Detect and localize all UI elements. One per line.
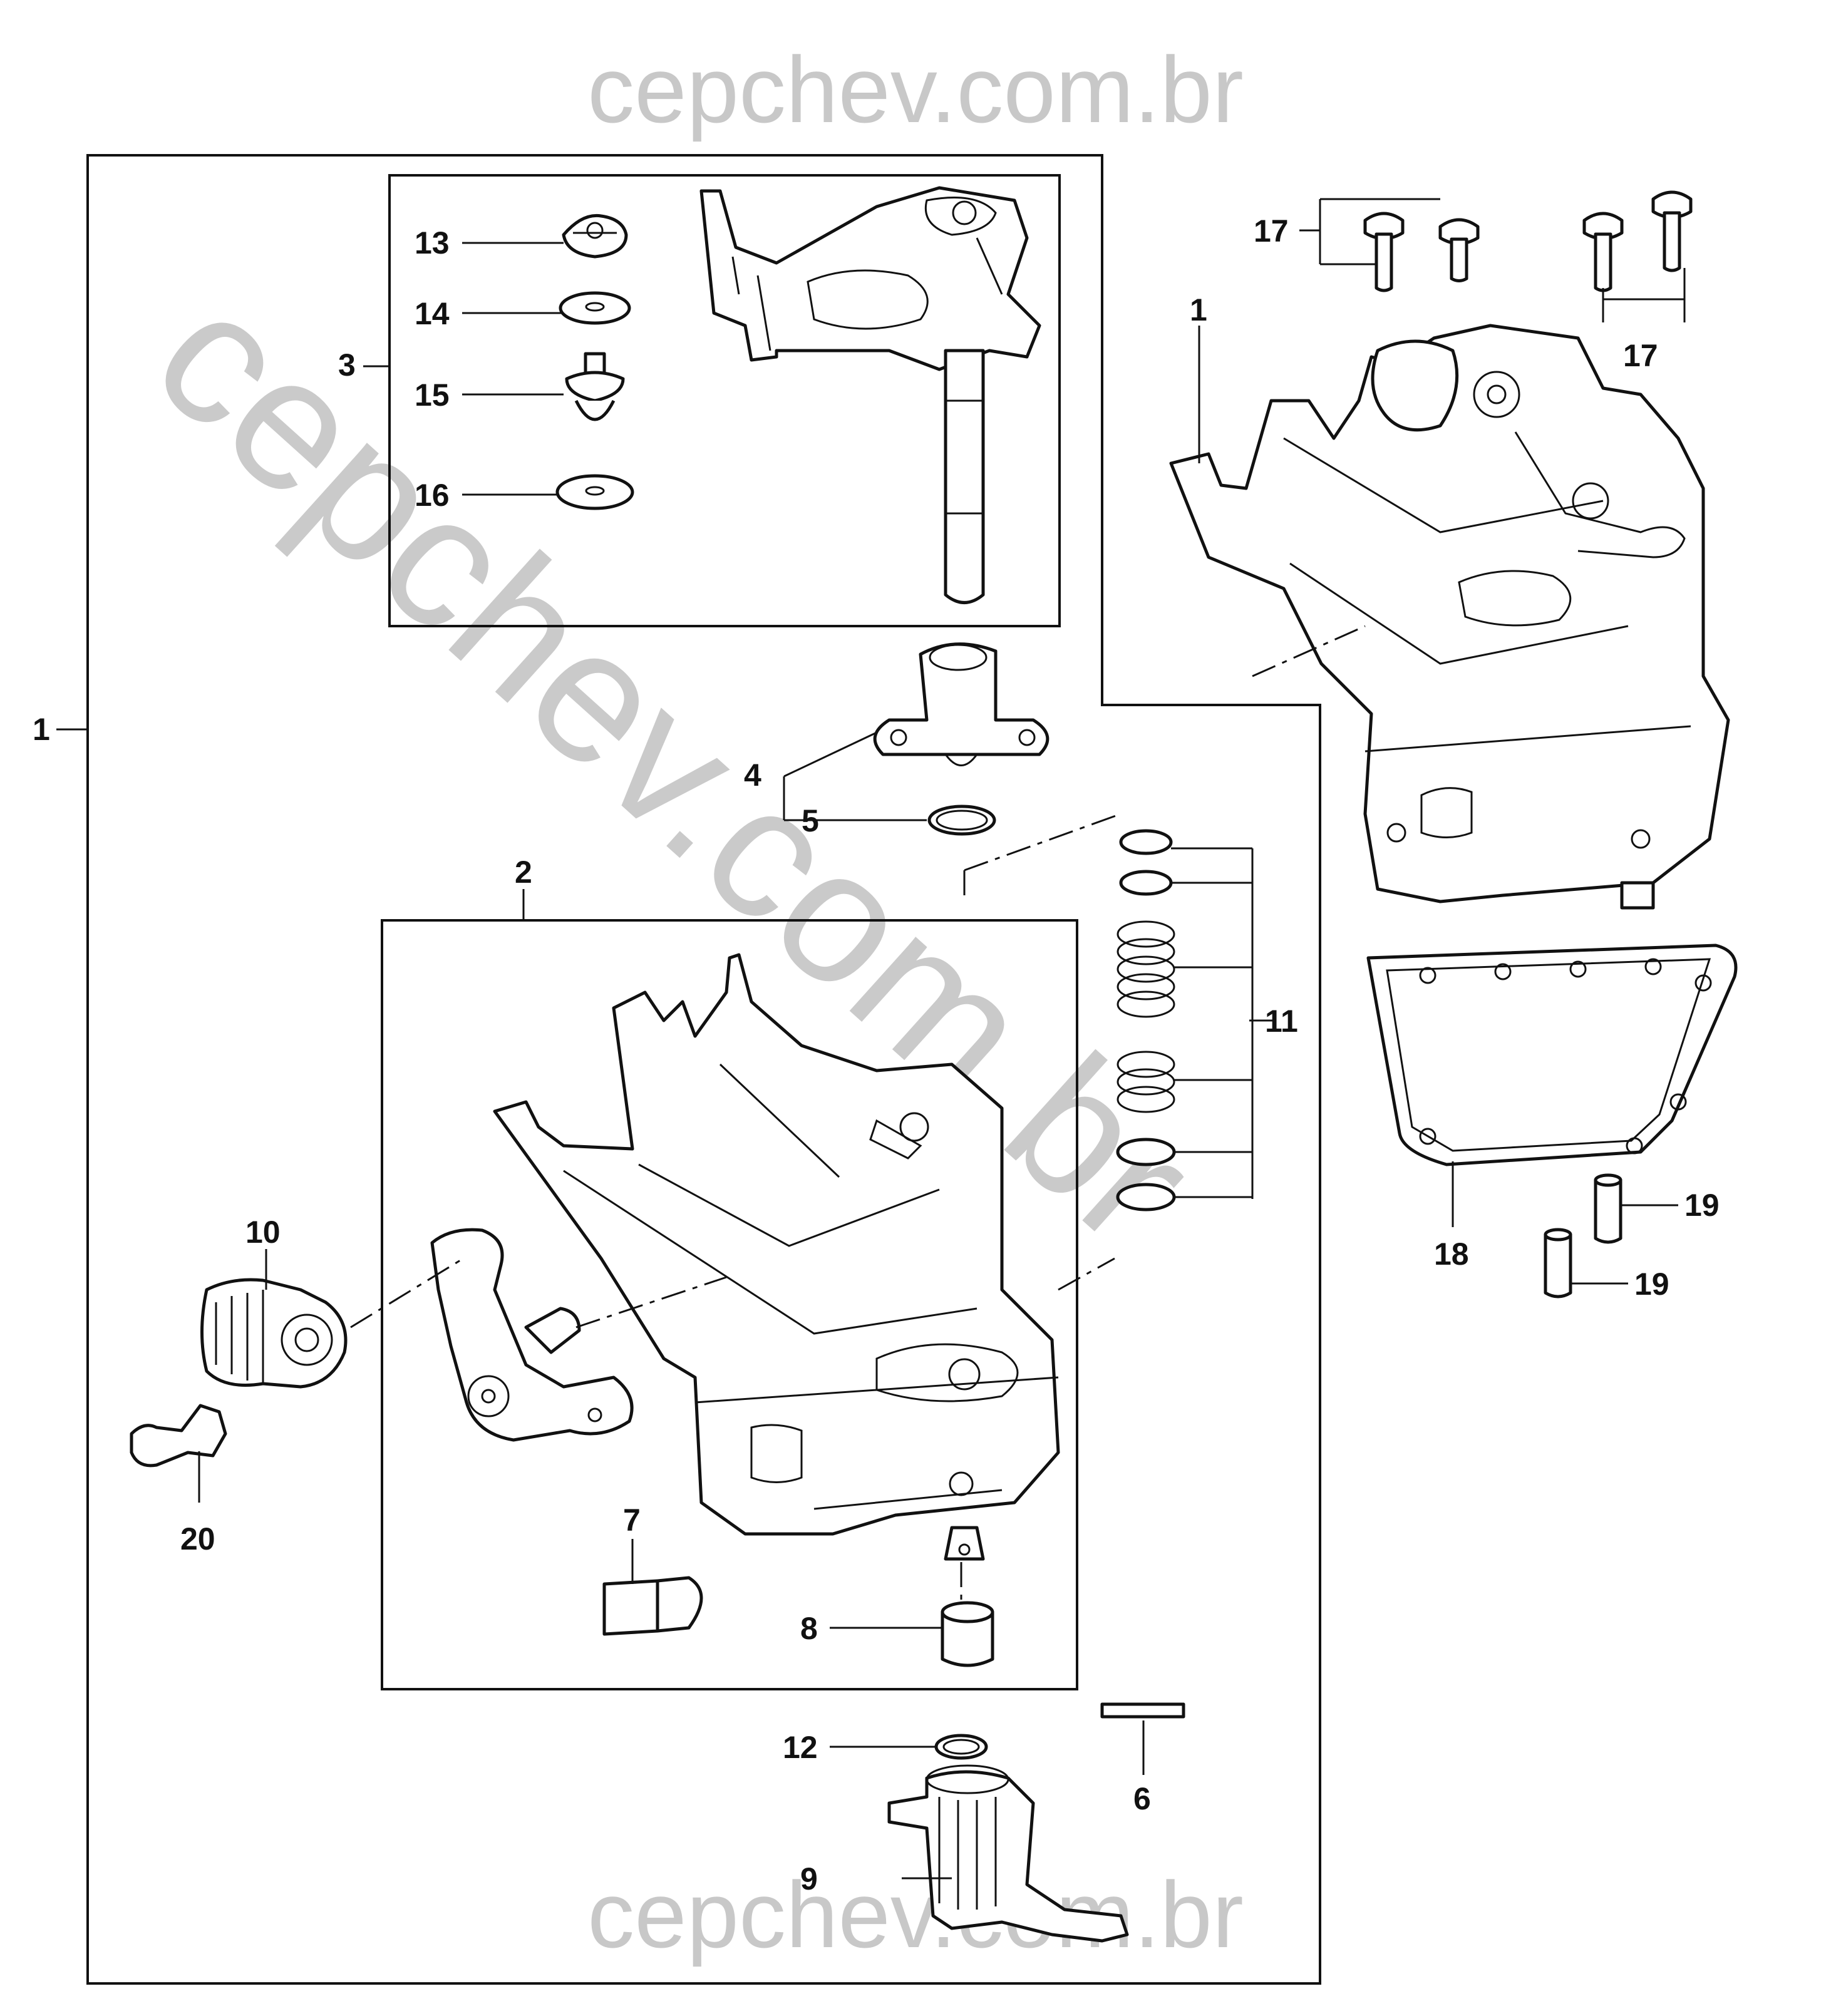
tilt-lever [430, 1228, 634, 1442]
mount-housing [493, 953, 1060, 1561]
callout-5: 5 [802, 803, 819, 838]
callout-15: 15 [415, 378, 450, 413]
callout-17-top: 17 [1254, 213, 1289, 249]
center-line-flange [964, 813, 1122, 872]
watermark-top: cepchev.com.br [587, 37, 1244, 142]
callout-8: 8 [800, 1611, 818, 1646]
steering-tube [887, 1764, 1129, 1943]
callout-2: 2 [515, 855, 532, 890]
callout-4: 4 [744, 758, 761, 793]
leader-lines [56, 198, 1686, 1880]
washer-lower [555, 474, 634, 510]
washer-12 [934, 1734, 988, 1760]
callout-20: 20 [180, 1521, 215, 1556]
center-line-spring [963, 870, 1115, 1291]
callout-1-right: 1 [1190, 292, 1207, 327]
shoulder-bolt [565, 352, 625, 421]
center-line-unit [1252, 625, 1366, 677]
callout-16: 16 [415, 478, 450, 513]
cylinder-plug [602, 1576, 703, 1636]
pivot-flange [873, 642, 1050, 766]
dowel-pin-a [1594, 1173, 1622, 1244]
o-ring [927, 805, 996, 836]
callout-9: 9 [800, 1861, 818, 1896]
callout-11: 11 [1265, 1004, 1298, 1039]
assembly-outline [86, 154, 1321, 1985]
callout-19-bottom: 19 [1634, 1267, 1669, 1302]
dowel-pin-b [1544, 1228, 1572, 1299]
callout-3: 3 [338, 347, 356, 383]
push-rivet [130, 1404, 227, 1468]
clamp-screw-a [1438, 218, 1480, 282]
bushing [941, 1601, 994, 1667]
center-line-knob [350, 1257, 464, 1329]
callout-7: 7 [623, 1503, 641, 1538]
callout-18: 18 [1434, 1237, 1469, 1272]
clamp-screw-d [1651, 190, 1693, 272]
callout-10: 10 [245, 1215, 281, 1250]
center-line-lever [575, 1276, 727, 1329]
clamp-screw-c [1582, 212, 1624, 292]
callout-1-left: 1 [33, 712, 50, 747]
callout-19-top: 19 [1684, 1188, 1720, 1223]
nut-flanged [562, 213, 628, 259]
key [1100, 1702, 1185, 1719]
washer-upper [559, 291, 631, 325]
gasket [1366, 944, 1738, 1166]
callout-12: 12 [783, 1730, 818, 1765]
callout-17-bottom: 17 [1623, 338, 1658, 373]
upper-bracket-assembly [699, 186, 1041, 604]
mount-housing-frame [381, 919, 1078, 1690]
watermark-bottom: cepchev.com.br [587, 1862, 1244, 1967]
callout-14: 14 [415, 296, 450, 331]
upper-bracket-frame [388, 174, 1061, 627]
clamp-knob [200, 1278, 348, 1389]
clamp-screw-b [1363, 212, 1405, 292]
assembled-mount-unit [1169, 324, 1730, 910]
callout-6: 6 [1133, 1781, 1151, 1816]
spring-set [1116, 829, 1176, 1211]
callout-13: 13 [415, 225, 450, 260]
